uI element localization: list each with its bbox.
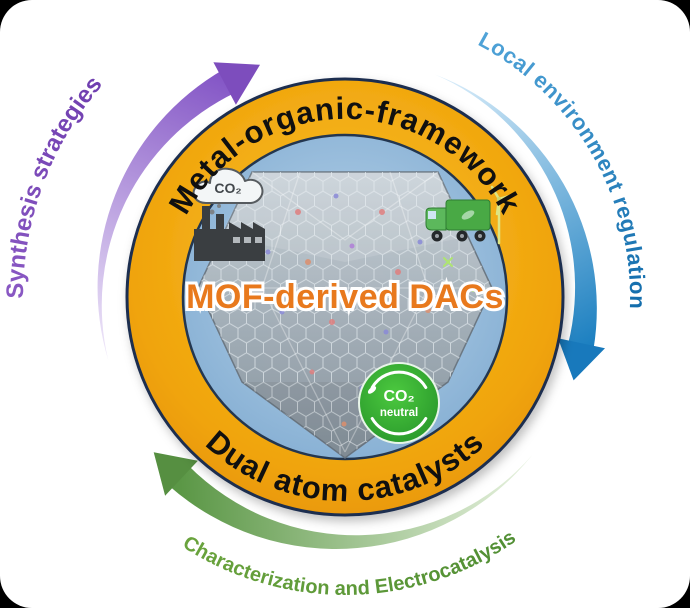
co2-emission-group: CO₂ [192, 167, 265, 261]
green-site-markers [443, 257, 474, 292]
synthesis-arrowhead-icon [213, 62, 260, 105]
wind-turbine-blades [490, 185, 515, 216]
crystal-top-facet [220, 172, 470, 262]
badge-leaf-icon [367, 386, 377, 394]
factory-windows [233, 237, 262, 243]
characterization-arrow-band [169, 454, 533, 549]
leaf-icon [461, 210, 475, 220]
smoke-puff-icon [209, 209, 215, 215]
smoke-puff-icon [217, 204, 221, 208]
co2-cloud-icon [192, 167, 264, 204]
characterization-arrowhead-icon [153, 452, 198, 496]
badge-arc-top [370, 370, 428, 389]
co2-cloud-label: CO₂ [214, 180, 241, 196]
center-title: MOF-derived DACs [186, 278, 504, 316]
truck-wheels [431, 230, 486, 242]
environment-arrowhead-icon [558, 338, 605, 381]
environment-arrow-band [434, 74, 597, 350]
badge-arc-bottom [370, 417, 428, 436]
environment-arrow [434, 74, 605, 381]
factory-icon [194, 206, 265, 261]
catalysis-cycle: CO₂ [125, 77, 565, 517]
co2-neutral-badge-icon: CO₂ neutral [358, 362, 440, 444]
metal-atom-dots [265, 193, 431, 427]
synthesis-arrow [97, 62, 260, 361]
characterization-arrow [153, 452, 533, 549]
green-transport-group [425, 185, 515, 245]
synthesis-arrow-band [97, 69, 237, 361]
badge-neutral-label: neutral [380, 407, 418, 419]
turbine-hub-icon [496, 196, 502, 202]
truck-windshield [428, 211, 436, 219]
crystal-facet-lines [198, 171, 492, 453]
badge-co2-label: CO₂ [383, 388, 414, 405]
